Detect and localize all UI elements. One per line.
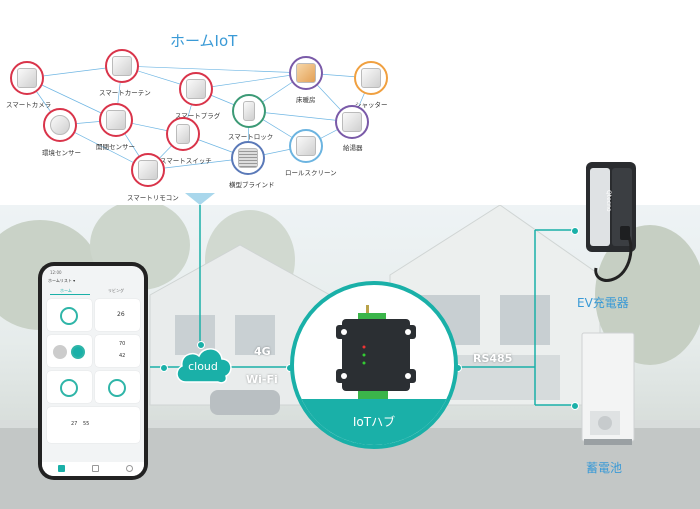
roll-screen-label: ロールスクリーン: [285, 169, 337, 177]
water-heater-icon: [335, 105, 369, 139]
settings-icon[interactable]: [126, 465, 133, 472]
smart-plug-label: スマートプラグ: [175, 112, 221, 120]
tab-underline: [50, 294, 90, 295]
smart-curtain-label: スマートカーテン: [99, 89, 151, 97]
smart-lock-icon: [232, 94, 266, 128]
floor-heating-icon: [289, 56, 323, 90]
environment-sensor-label: 環境センサー: [42, 149, 81, 157]
cloud-label: cloud: [188, 360, 218, 373]
connection-wifi-label: Wi-Fi: [246, 373, 278, 386]
smart-lock-label: スマートロック: [228, 133, 274, 141]
down-pointer: [185, 193, 215, 205]
app-tile-6[interactable]: [95, 371, 140, 403]
app-tile-2[interactable]: 26: [95, 299, 140, 331]
smart-plug-icon: [179, 72, 213, 106]
app-bottom-nav: [42, 462, 144, 476]
status-time: 12:00: [50, 270, 62, 275]
smart-camera-label: スマートカメラ: [6, 101, 52, 109]
app-tile-3[interactable]: [47, 335, 92, 367]
cloud-top-dot: [197, 341, 205, 349]
door-sensor-label: 開閉センサー: [96, 143, 135, 151]
water-heater-label: 給湯器: [343, 144, 363, 152]
smart-remote-label: スマートリモコン: [127, 194, 179, 202]
connection-rs485-label: RS485: [473, 352, 513, 365]
ev-dot: [571, 227, 579, 235]
app-tile-1[interactable]: [47, 299, 92, 331]
horizontal-blind-icon: [231, 141, 265, 175]
battery-icon: [581, 332, 635, 445]
cloud-node: cloud: [172, 342, 234, 390]
connection-4g-label: 4G: [254, 345, 271, 358]
ev-charger-label: EV充電器: [577, 296, 629, 310]
smart-switch-label: スマートスイッチ: [160, 157, 212, 165]
cloud-icon: [176, 348, 232, 384]
door-sensor-icon: [99, 103, 133, 137]
tab-living[interactable]: リビング: [108, 288, 124, 293]
smart-switch-icon: [166, 117, 200, 151]
battery-dot: [571, 402, 579, 410]
hub-device-icon: [336, 305, 416, 399]
ev-brand-label: Qtecno: [605, 190, 612, 212]
shutter-label: シャッター: [355, 101, 388, 109]
hub-label: IoTハブ: [352, 415, 396, 429]
floor-heating-label: 床暖房: [296, 96, 316, 104]
horizontal-blind-label: 横型ブラインド: [229, 181, 275, 189]
smart-camera-icon: [10, 61, 44, 95]
environment-sensor-icon: [43, 108, 77, 142]
home-icon[interactable]: [58, 465, 65, 472]
battery-label: 蓄電池: [586, 461, 623, 475]
app-header[interactable]: ホームリスト ▾: [48, 278, 76, 283]
phone-dot: [160, 364, 168, 372]
ev-charger-icon: [586, 162, 636, 282]
shutter-icon: [354, 61, 388, 95]
diagram-title: ホームIoT: [170, 32, 238, 50]
smart-remote-icon: [131, 153, 165, 187]
roll-screen-icon: [289, 129, 323, 163]
scene-icon[interactable]: [92, 465, 99, 472]
smart-curtain-icon: [105, 49, 139, 83]
iot-hub-node: IoTハブ: [290, 281, 458, 449]
tab-home[interactable]: ホーム: [60, 288, 72, 293]
app-tile-5[interactable]: [47, 371, 92, 403]
hub-label-band: [294, 399, 454, 445]
